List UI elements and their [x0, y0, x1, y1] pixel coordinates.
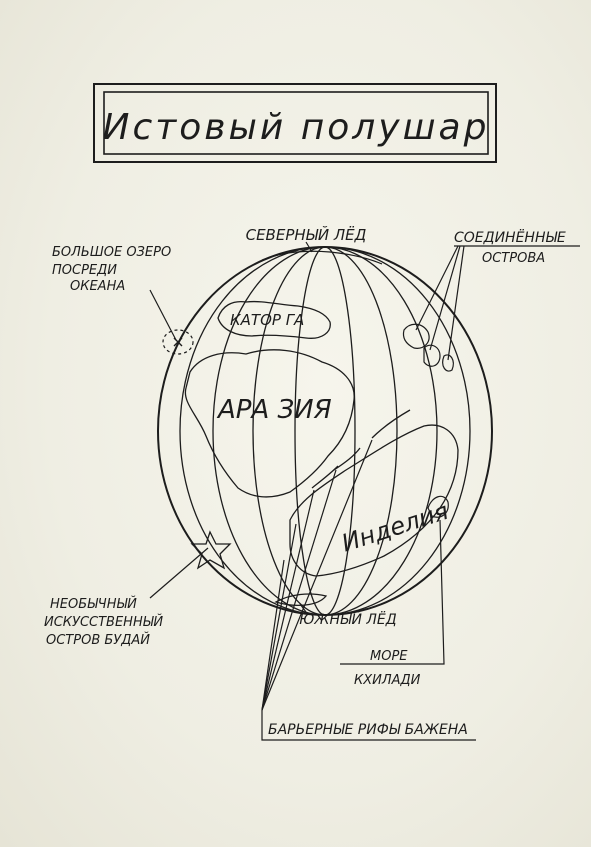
united-islands-shape	[402, 323, 454, 372]
south-ice-cap	[274, 593, 328, 607]
label-big-lake-line3: ОКЕАНА	[70, 279, 125, 294]
label-big-lake-line1: БОЛЬШОЕ ОЗЕРО	[52, 245, 171, 260]
map-title: Истовый полушар	[103, 107, 490, 148]
label-sea-line2: КХИЛАДИ	[354, 673, 421, 688]
title-frame	[93, 83, 497, 163]
label-united-islands-line1: СОЕДИНЁННЫЕ	[454, 228, 566, 246]
label-united-islands-line2: ОСТРОВА	[482, 251, 545, 266]
big-lake-marker	[162, 329, 194, 355]
continent-katorga	[217, 300, 331, 339]
pointer-lines	[149, 241, 580, 741]
label-north-ice: СЕВЕРНЫЙ ЛЁД	[246, 225, 367, 244]
label-barrier-reefs: БАРЬЕРНЫЕ РИФЫ БАЖЕНА	[268, 722, 468, 738]
budai-island-star	[190, 530, 232, 570]
label-indelia: Инделия	[338, 497, 452, 558]
label-unusual-island-line2: ИСКУССТВЕННЫЙ	[44, 614, 163, 630]
label-arazia: АРА ЗИЯ	[216, 395, 332, 425]
label-unusual-island-line1: НЕОБЫЧНЫЙ	[50, 596, 137, 612]
label-south-ice: ЮЖНЫЙ ЛЁД	[299, 610, 396, 628]
continent-indelia	[289, 424, 459, 577]
label-unusual-island-line3: ОСТРОВ БУДАЙ	[46, 632, 150, 648]
label-sea-line1: МОРЕ	[370, 649, 408, 664]
label-big-lake-line2: ПОСРЕДИ	[52, 263, 117, 278]
continent-arazia	[184, 349, 355, 498]
north-ice-cap	[261, 250, 383, 265]
sea-khiladi-shape	[427, 495, 449, 518]
label-katorga: КАТОР ГА	[230, 311, 304, 329]
globe	[157, 246, 493, 616]
reef-strokes	[311, 409, 411, 489]
